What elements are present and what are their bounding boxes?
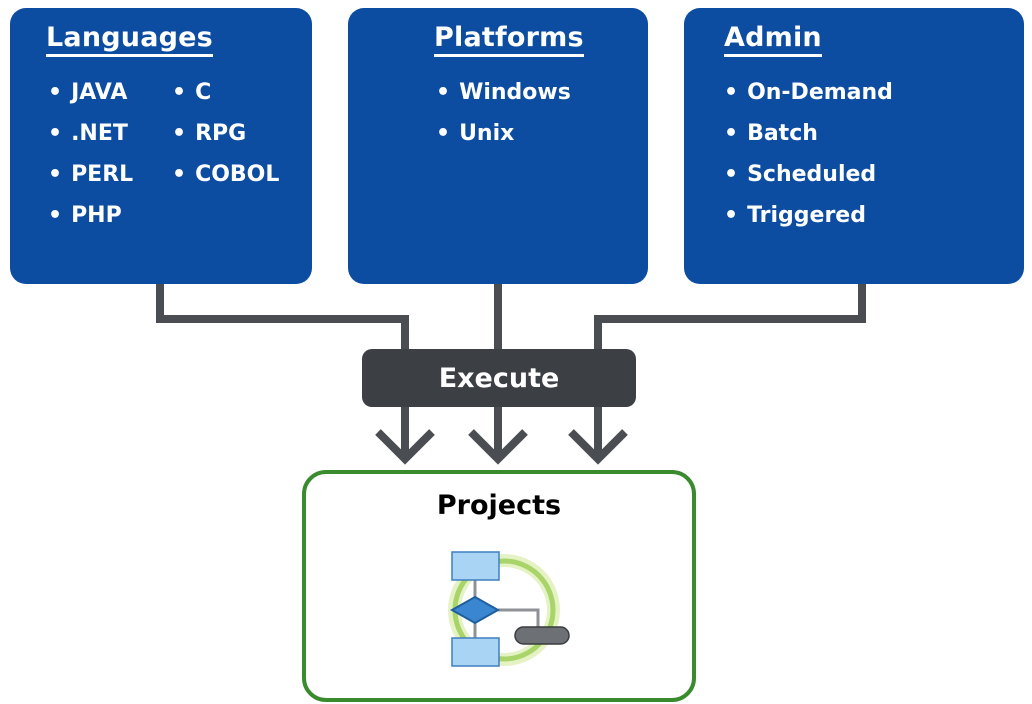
execute-label: Execute — [438, 362, 560, 394]
admin-item: Batch — [724, 113, 893, 154]
platforms-list: Windows Unix — [436, 72, 571, 154]
projects-title: Projects — [436, 490, 562, 521]
languages-list-column-1: JAVA .NET PERL PHP — [48, 72, 133, 236]
connector-languages — [156, 284, 409, 351]
arrow-head-center — [468, 429, 528, 465]
languages-title: Languages — [46, 22, 213, 57]
admin-item: On-Demand — [724, 72, 893, 113]
language-item: RPG — [172, 113, 279, 154]
admin-item: Triggered — [724, 195, 893, 236]
language-item: C — [172, 72, 279, 113]
admin-item: Scheduled — [724, 154, 893, 195]
projects-box: Projects — [302, 470, 696, 702]
language-item: JAVA — [48, 72, 133, 113]
admin-box: Admin On-Demand Batch Scheduled Triggere… — [684, 8, 1024, 284]
platform-item: Windows — [436, 72, 571, 113]
languages-box: Languages JAVA .NET PERL PHP C RPG COBOL — [10, 8, 312, 284]
admin-list: On-Demand Batch Scheduled Triggered — [724, 72, 893, 236]
flowchart-icon — [448, 551, 570, 667]
arrow-head-right — [568, 429, 628, 465]
arrow-head-left — [375, 429, 435, 465]
execute-bar: Execute — [362, 349, 636, 407]
languages-list-column-2: C RPG COBOL — [172, 72, 279, 195]
language-item: PHP — [48, 195, 133, 236]
language-item: COBOL — [172, 154, 279, 195]
connector-admin — [594, 284, 866, 351]
admin-title: Admin — [724, 22, 822, 57]
platforms-box: Platforms Windows Unix — [348, 8, 648, 284]
language-item: .NET — [48, 113, 133, 154]
language-item: PERL — [48, 154, 133, 195]
platforms-title: Platforms — [434, 22, 584, 57]
platform-item: Unix — [436, 113, 571, 154]
